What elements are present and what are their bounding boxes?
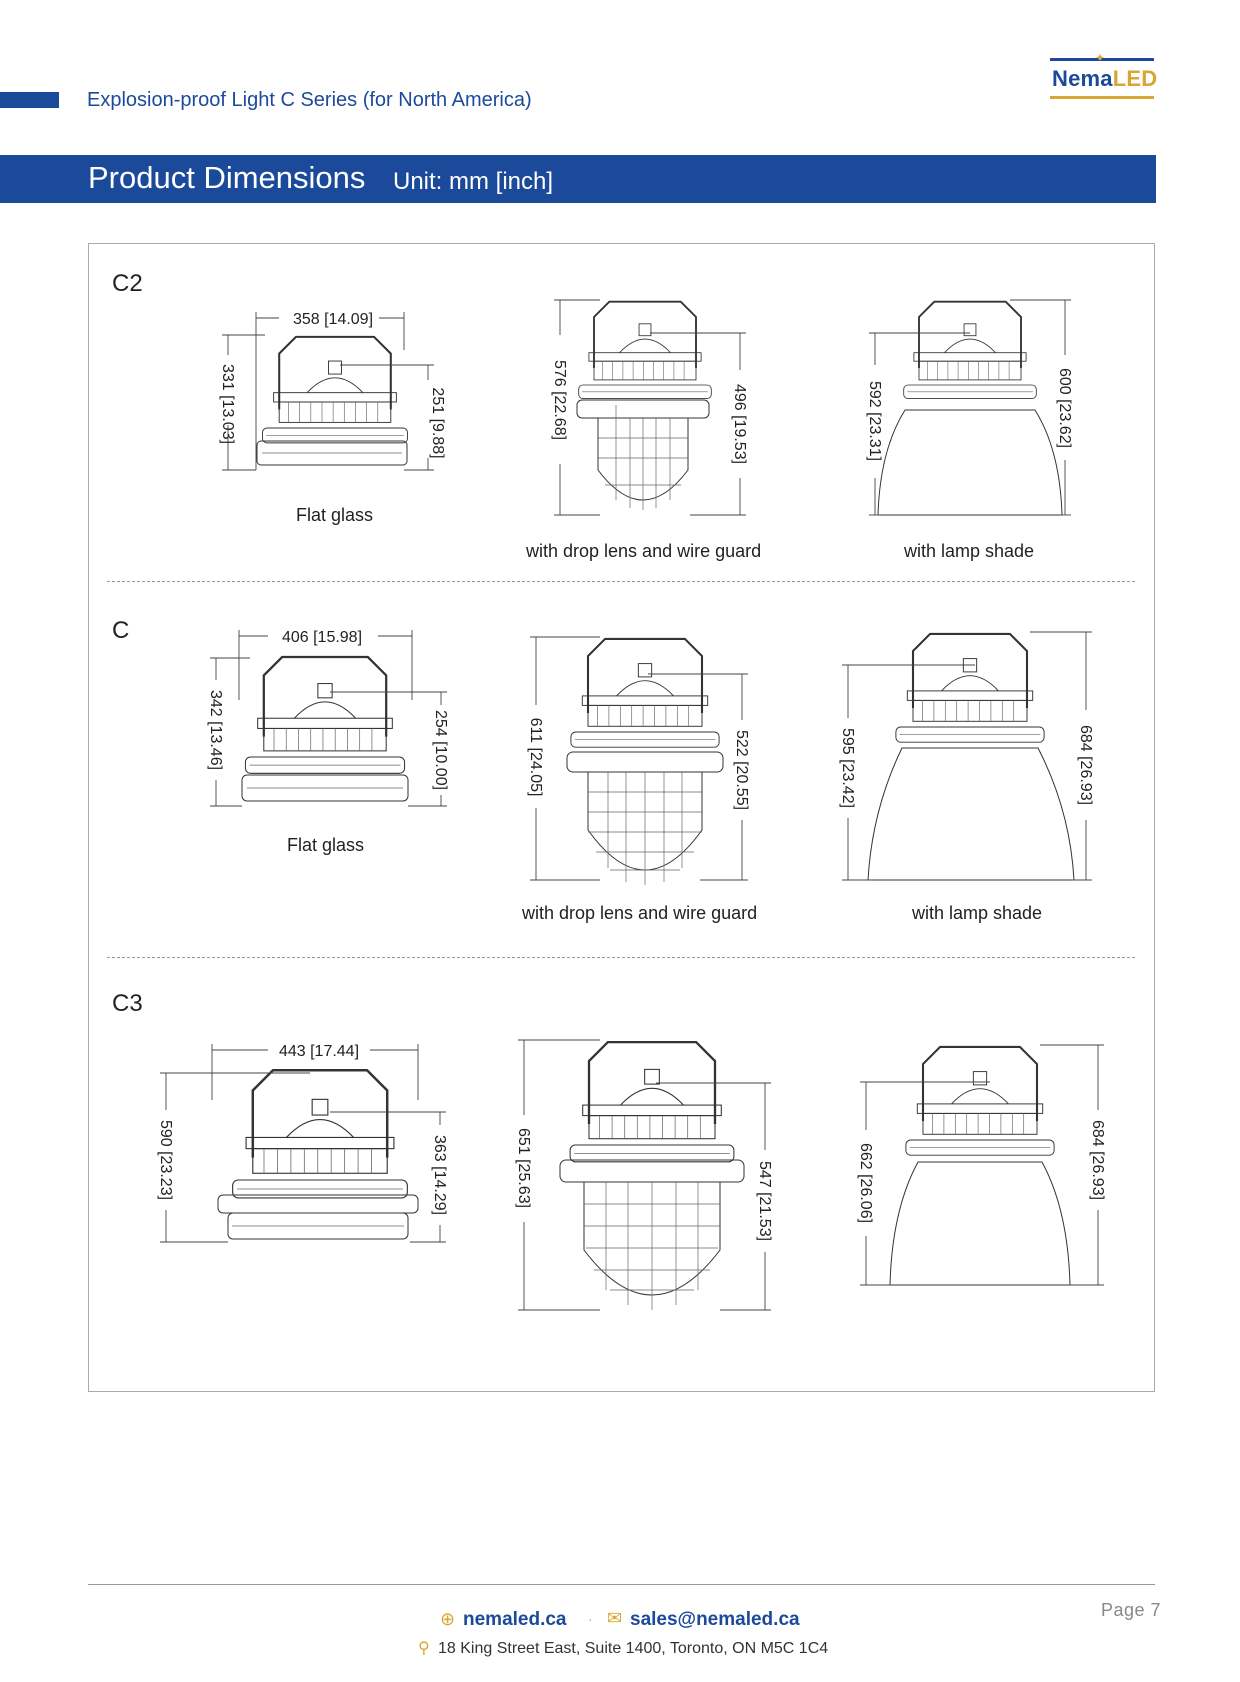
section-band <box>0 155 1156 203</box>
drawing-c3-guard <box>518 1039 771 1311</box>
dim-c-flat-width: 406 [15.98] <box>282 629 362 646</box>
dim-c-shade-total-height: 595 [23.42] <box>839 728 856 808</box>
logo-text: NemaLED <box>1052 66 1157 92</box>
logo-top-rule <box>1050 58 1154 61</box>
caption-c2-guard: with drop lens and wire guard <box>526 541 762 561</box>
page-number: Page 7 <box>1101 1600 1162 1620</box>
logo-text-part2: LED <box>1112 66 1158 91</box>
brand-logo: ✦ NemaLED <box>1050 51 1157 102</box>
lightbulb-icon: ✦ <box>1095 51 1106 65</box>
dim-c-flat-total-height: 342 [13.46] <box>207 690 224 770</box>
unit-label: Unit: mm [inch] <box>393 168 554 195</box>
drawing-c3-flat <box>160 1044 446 1243</box>
document-title: Explosion-proof Light C Series (for Nort… <box>87 89 532 111</box>
envelope-icon: ✉ <box>607 1608 623 1628</box>
section-divider <box>107 581 1135 582</box>
drawing-c2-flat <box>222 312 434 471</box>
caption-c-shade: with lamp shade <box>912 903 1043 923</box>
footer-address: 18 King Street East, Suite 1400, Toronto… <box>438 1640 829 1657</box>
caption-c2-shade: with lamp shade <box>904 541 1035 561</box>
dim-c3-flat-width: 443 [17.44] <box>279 1043 359 1060</box>
drawing-c3-shade <box>860 1044 1104 1286</box>
dim-c-guard-body-height: 522 [20.55] <box>733 730 750 810</box>
caption-c2-flat: Flat glass <box>296 505 374 525</box>
drawing-c2-guard <box>554 299 746 516</box>
footer-website-link[interactable]: nemaled.ca <box>463 1609 567 1630</box>
dim-c2-flat-total-height: 331 [13.03] <box>219 364 236 444</box>
dim-c2-shade-total-height: 592 [23.31] <box>866 381 883 461</box>
dim-c3-flat-total-height: 590 [23.23] <box>157 1120 174 1200</box>
location-pin-icon: ⚲ <box>418 1640 430 1657</box>
dim-c2-shade-body-height: 600 [23.62] <box>1056 368 1073 448</box>
logo-bottom-rule <box>1050 96 1154 99</box>
dim-c3-shade-body-height: 684 [26.93] <box>1089 1120 1106 1200</box>
dimensions-frame <box>88 243 1155 1392</box>
dim-c2-guard-total-height: 576 [22.68] <box>551 360 568 440</box>
globe-icon: ⊕ <box>440 1609 456 1629</box>
header-accent-bar <box>0 92 59 108</box>
dim-c2-flat-width: 358 [14.09] <box>293 311 373 328</box>
footer-separator: · <box>588 1611 593 1627</box>
dim-c3-guard-total-height: 651 [25.63] <box>515 1128 532 1208</box>
dim-c-shade-body-height: 684 [26.93] <box>1077 725 1094 805</box>
caption-c-flat: Flat glass <box>287 835 365 855</box>
footer-rule <box>88 1584 1155 1585</box>
drawing-c2-shade <box>869 299 1071 516</box>
section-divider <box>107 957 1135 958</box>
dim-c2-guard-body-height: 496 [19.53] <box>731 384 748 464</box>
section-title: Product Dimensions <box>88 160 366 195</box>
drawing-c-flat <box>210 630 447 807</box>
footer-email-link[interactable]: sales@nemaled.ca <box>630 1609 800 1630</box>
series-label-c2: C2 <box>112 270 143 297</box>
dim-c-flat-body-height: 254 [10.00] <box>432 710 449 790</box>
dim-c3-flat-body-height: 363 [14.29] <box>431 1135 448 1215</box>
caption-c-guard: with drop lens and wire guard <box>522 903 758 923</box>
series-label-c: C <box>112 617 130 644</box>
dim-c2-flat-body-height: 251 [9.88] <box>429 387 446 458</box>
logo-text-part1: Nema <box>1052 66 1113 91</box>
drawing-c-guard <box>530 636 748 885</box>
drawing-c-shade <box>842 631 1092 881</box>
dim-c3-shade-total-height: 662 [26.06] <box>857 1143 874 1223</box>
series-label-c3: C3 <box>112 990 143 1017</box>
dim-c3-guard-body-height: 547 [21.53] <box>756 1161 773 1241</box>
dim-c-guard-total-height: 611 [24.05] <box>527 718 544 797</box>
